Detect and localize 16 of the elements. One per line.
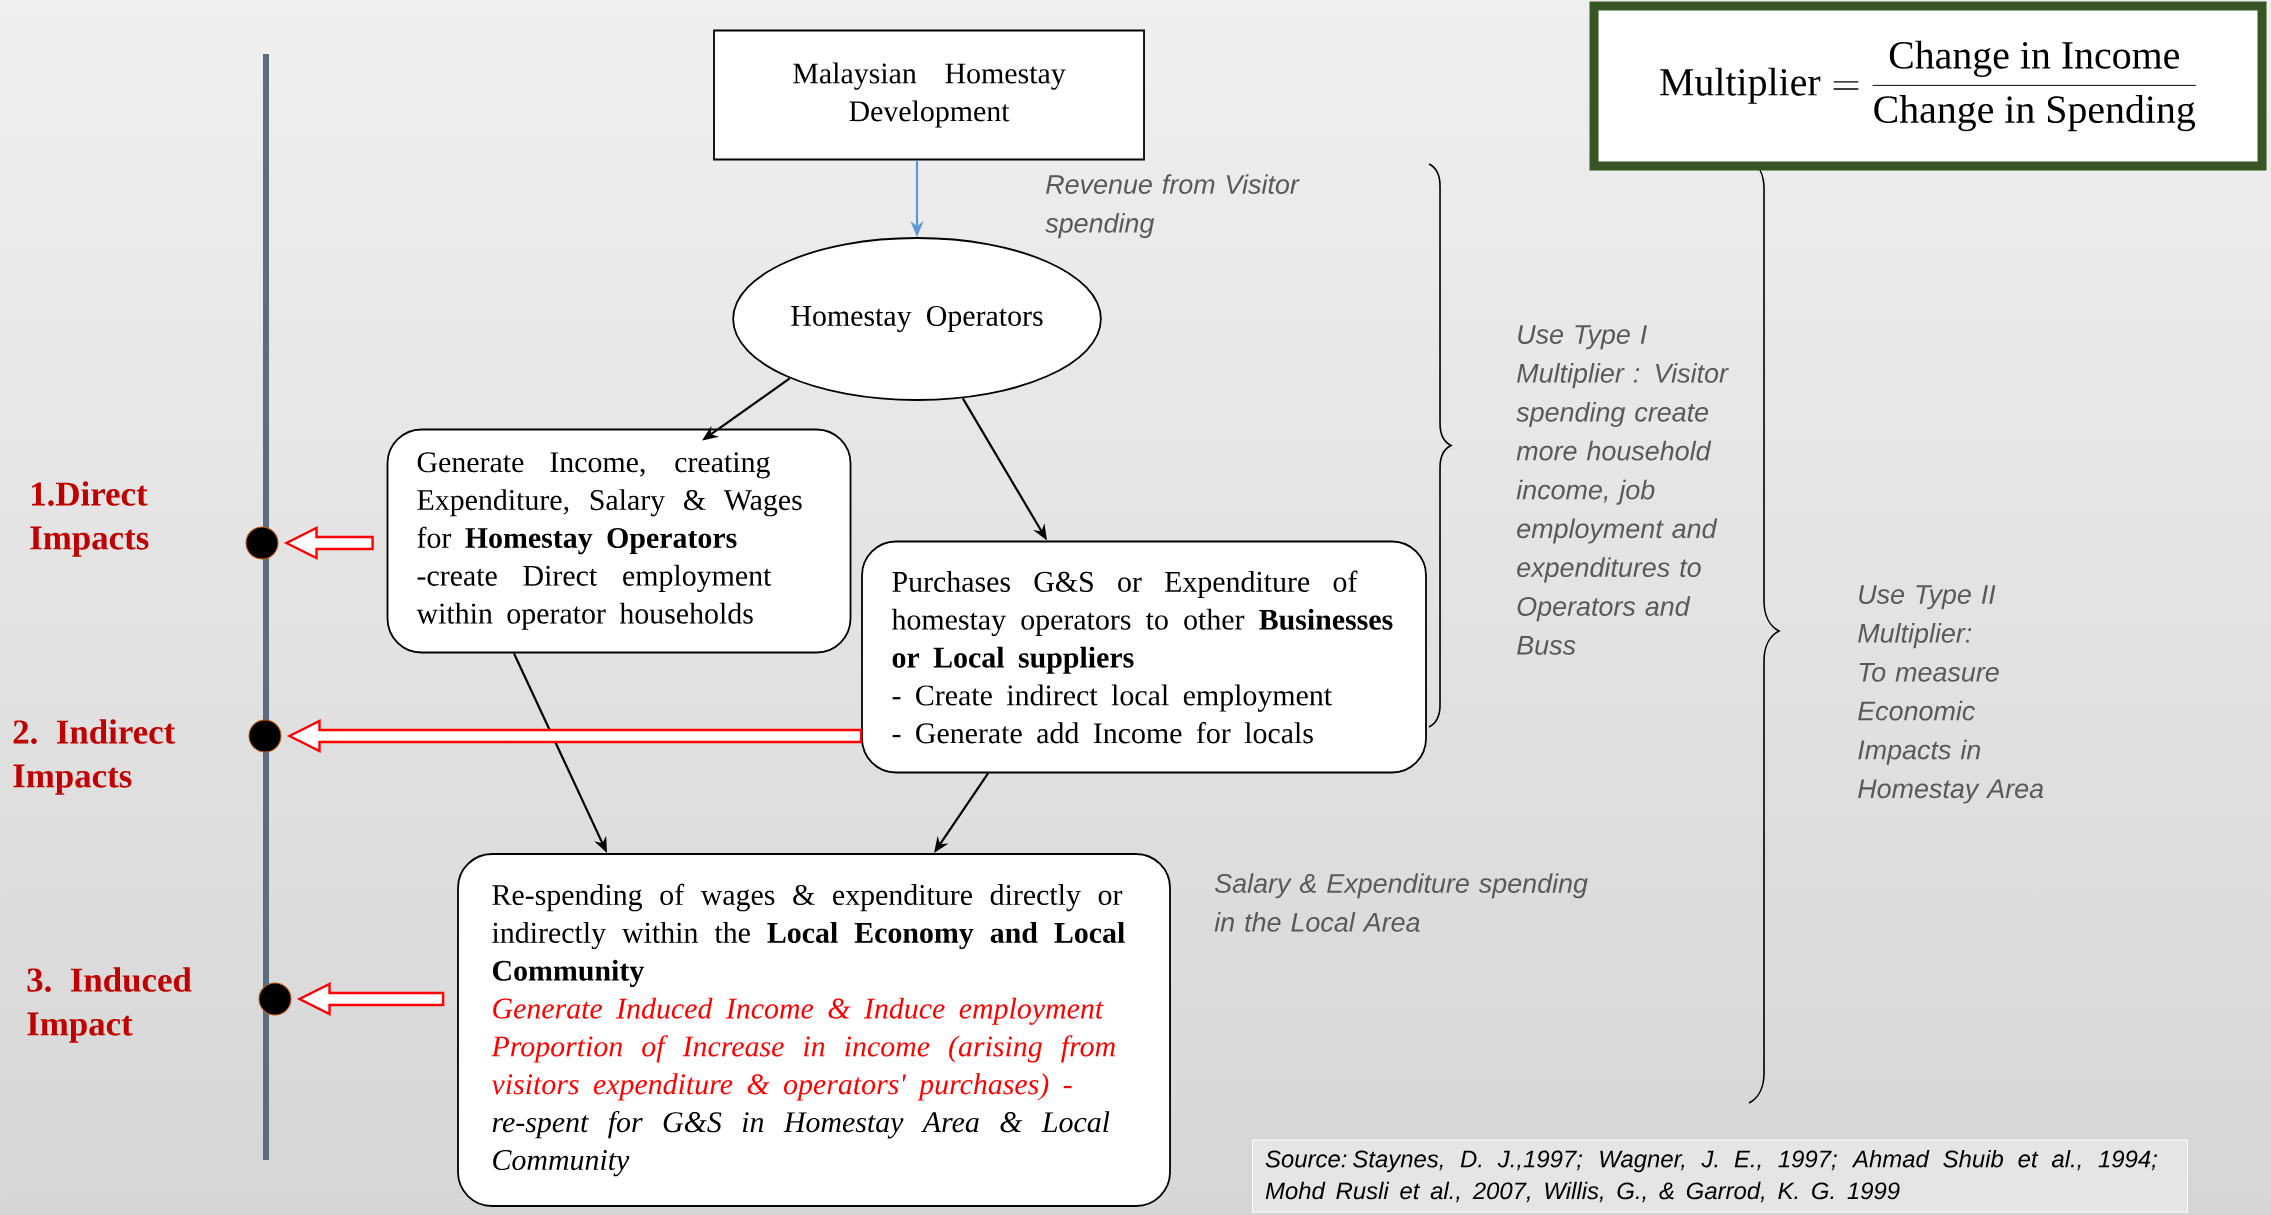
note-text: Use Type I Multiplier : Visitor spending create more household income, job employment and expenditures to Operators and Buss (1516, 325, 1729, 655)
process-box: Generate Income, creating Expenditure, Salary & Wages for Homestay Operators -create Direct employment within operator households (386, 428, 852, 654)
source-box: Source: Staynes, D. J.,1997; Wagner, J. E., 1997; Ahmad Shuib et al., 1994; Mohd Rusli et al., 2007, Willis, G., & Garrod, K. G. 1999 (1252, 1139, 2189, 1213)
impact-label: 2. Indirect Impacts (13, 719, 176, 795)
impact-label: 1.Direct Impacts (30, 481, 149, 557)
process-box: Purchases G&S or Expenditure of homestay operators to other Businesses or Local suppliers - Create indirect local employment - Generate add Income for locals (861, 540, 1427, 774)
edge-label: Revenue from Visitor spending (1045, 174, 1300, 239)
hollow-arrow (286, 719, 863, 753)
process-box: Re-spending of wages & expenditure directly or indirectly within the Local Economy and Local Community Generate Induced Income & Induce employment Proportion of Increase in income (arising from visitors expenditure & operators' purchases) - re-spent for G&S in Homestay Area & Local Community (457, 853, 1171, 1207)
hollow-arrow (296, 982, 445, 1016)
title-box: Malaysian Homestay Development (713, 29, 1145, 161)
hollow-arrow (283, 526, 374, 560)
note-text: Use Type II Multiplier: To measure Economic Impacts in Homestay Area (1858, 585, 2044, 804)
impact-label: 3. Induced Impact (27, 967, 192, 1043)
note-text: Salary & Expenditure spending in the Local Area (1214, 873, 1588, 932)
formula-box: $\mathrm{Multiplier} = \frac{\mathrm{Change\ in\ Income}}{\mathrm{Change\ in\ Spending}}$ (1589, 1, 2267, 171)
